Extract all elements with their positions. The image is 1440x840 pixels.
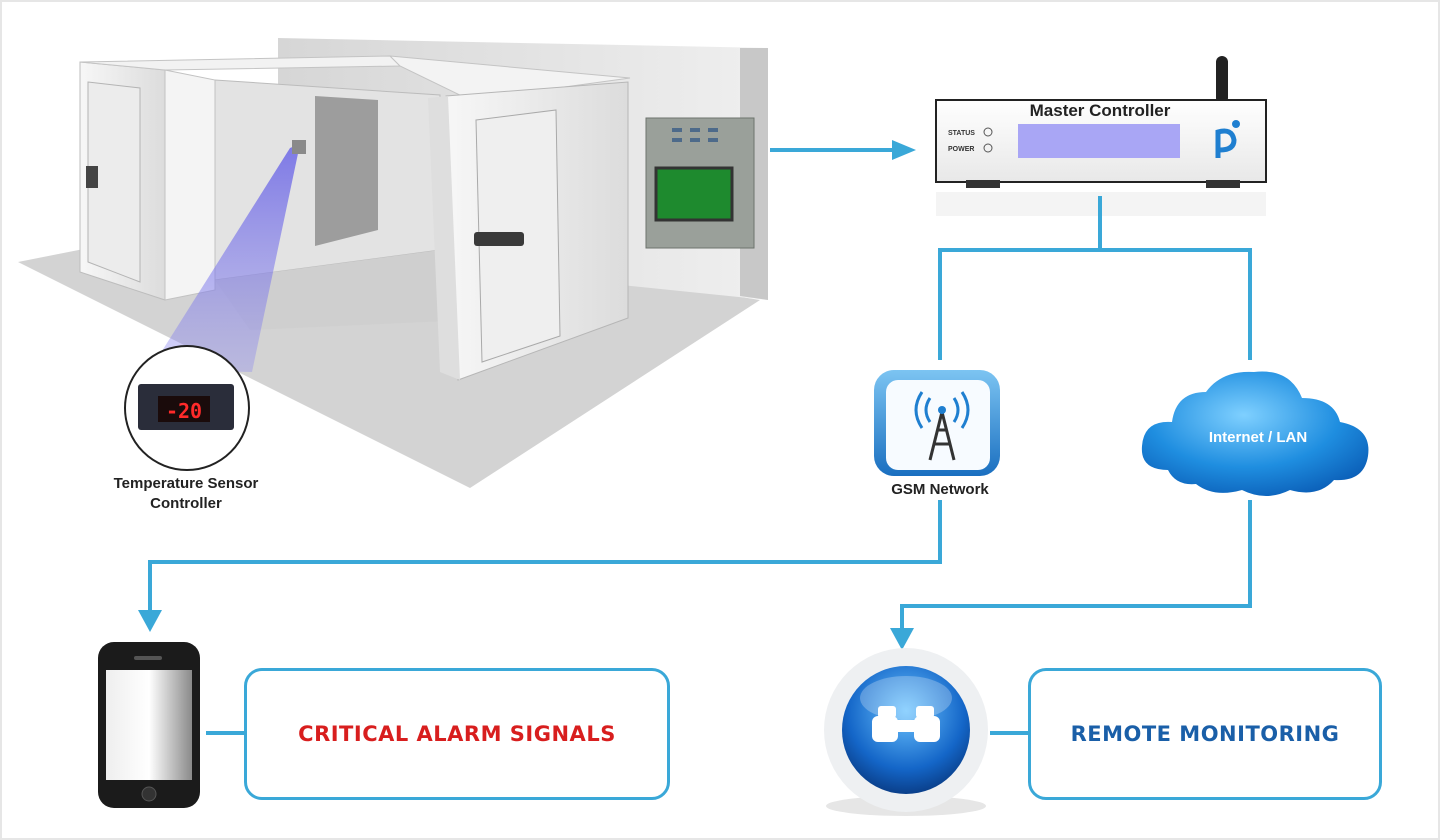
arrow-to-phone [138, 610, 162, 632]
connector-controller-split [938, 196, 1102, 360]
sensor-probe [292, 140, 306, 154]
arrow-to-controller [892, 140, 916, 160]
temperature-sensor-label-line2: Controller [150, 495, 222, 512]
connector-internet-to-monitor [900, 500, 1252, 630]
room-inner-dark [315, 96, 378, 246]
sensor-display-value: -20 [166, 399, 202, 423]
critical-alarm-box: CRITICAL ALARM SIGNALS [244, 668, 670, 800]
cloud-icon [1141, 371, 1369, 496]
connectors [148, 148, 1252, 735]
controller-antenna [1216, 56, 1228, 104]
arrow-to-monitor [890, 628, 914, 650]
status-led-label: STATUS [948, 130, 975, 137]
power-led-label: POWER [948, 146, 974, 153]
phone-screen [106, 670, 192, 780]
smartphone-icon [98, 642, 200, 808]
binoculars-icon [824, 648, 988, 816]
connector-controller-to-internet [1100, 248, 1252, 360]
remote-monitoring-box: REMOTE MONITORING [1028, 668, 1382, 800]
controller-logo-icon [1215, 120, 1240, 158]
room-inner-floor [215, 250, 470, 330]
remote-monitoring-text: REMOTE MONITORING [1070, 722, 1340, 746]
master-controller-device [935, 56, 1267, 216]
master-controller-label: Master Controller [1029, 101, 1171, 120]
cold-room-illustration [18, 38, 768, 488]
wall-panel-buttons [672, 128, 718, 142]
critical-alarm-text: CRITICAL ALARM SIGNALS [298, 722, 616, 746]
controller-screen [1018, 124, 1180, 158]
open-door-panel [164, 69, 216, 301]
arrowheads [138, 140, 916, 650]
room-right-side [428, 96, 460, 380]
temperature-sensor-label: Temperature Sensor Controller [80, 474, 292, 514]
wall-panel-screen [654, 166, 734, 222]
temperature-sensor-icon: -20 [124, 345, 250, 471]
room-left-door [87, 81, 141, 283]
door-handle-left [86, 166, 98, 188]
temperature-sensor-label-line1: Temperature Sensor [113, 475, 259, 492]
antenna-tower-icon [874, 370, 1000, 476]
door-handle-right [474, 232, 524, 246]
internet-lan-label: Internet / LAN [1208, 429, 1308, 446]
sensor-beam [150, 144, 300, 372]
connector-gsm-to-phone [148, 500, 942, 614]
gsm-network-label: GSM Network [891, 481, 989, 498]
